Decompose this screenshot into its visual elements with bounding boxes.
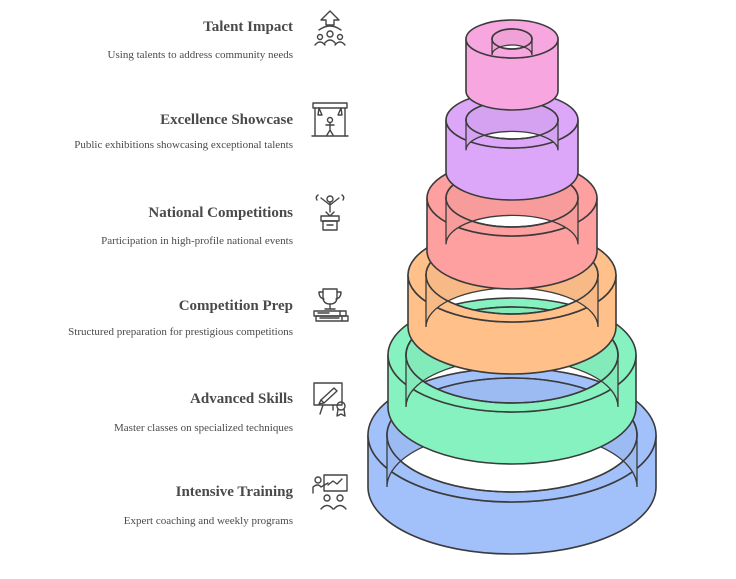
step-title-advanced-skills: Advanced Skills (190, 391, 293, 407)
step-description-intensive-training: Expert coaching and weekly programs (123, 515, 293, 527)
step-description-competition-prep: Structured preparation for prestigious c… (68, 326, 293, 338)
ring-excellence-showcase (445, 91, 579, 201)
step-description-excellence-showcase: Public exhibitions showcasing exceptiona… (74, 139, 293, 151)
step-title-excellence-showcase: Excellence Showcase (160, 112, 293, 128)
podium-champion-icon (309, 192, 351, 234)
step-title-national-competitions: National Competitions (148, 205, 293, 221)
step-description-advanced-skills: Master classes on specialized techniques (114, 422, 293, 434)
coaching-presentation-icon (309, 471, 351, 513)
step-title-talent-impact: Talent Impact (203, 19, 293, 35)
stage-spotlight-icon (309, 99, 351, 141)
easel-certificate-icon (309, 378, 351, 420)
step-title-intensive-training: Intensive Training (175, 484, 293, 500)
step-description-national-competitions: Participation in high-profile national e… (101, 235, 293, 247)
step-description-talent-impact: Using talents to address community needs (107, 49, 293, 61)
community-impact-icon (309, 8, 351, 50)
ring-talent-impact (465, 19, 559, 111)
trophy-books-icon (309, 285, 351, 327)
step-title-competition-prep: Competition Prep (178, 298, 293, 314)
